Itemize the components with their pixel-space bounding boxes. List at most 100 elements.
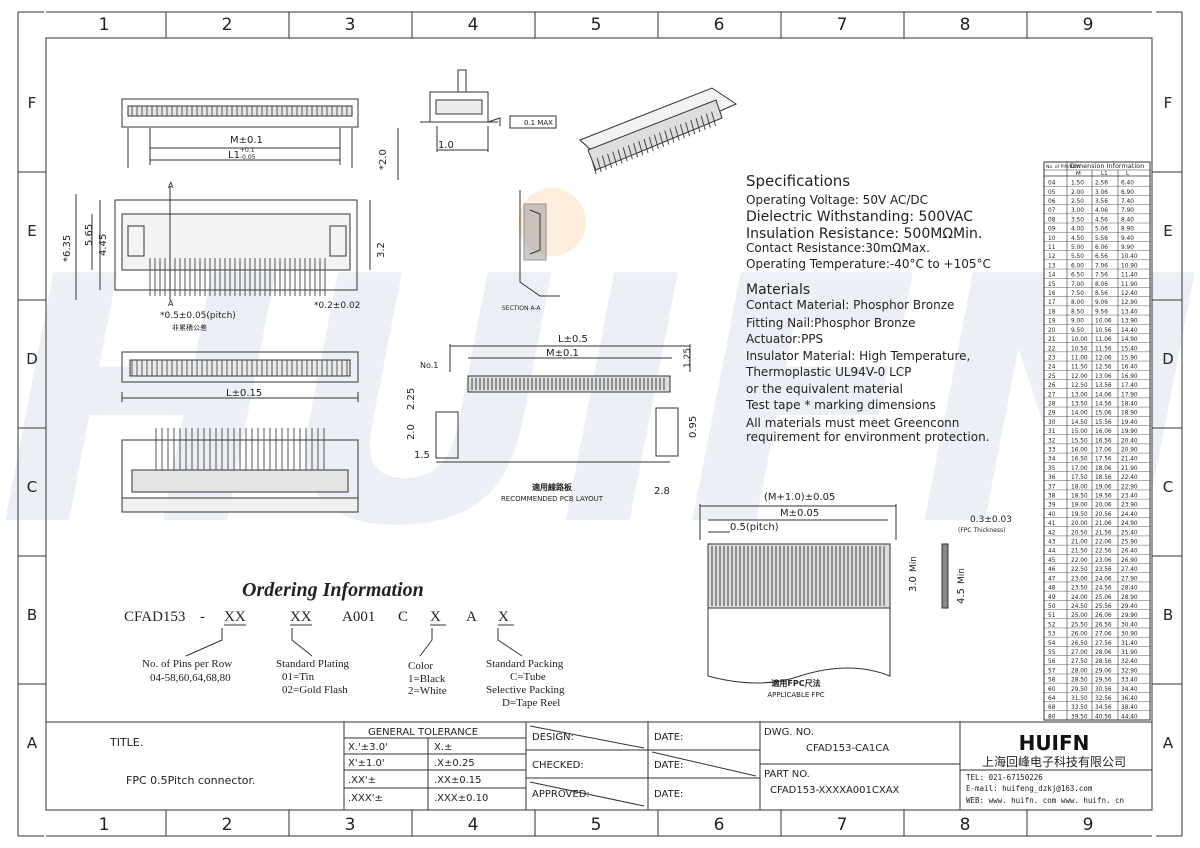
table-cell-64-1: 31.50 [1071,696,1088,702]
table-cell-11-1: 5.00 [1071,245,1084,251]
dim-height-3.2: 3.2 [376,242,387,258]
dwg-no-label: DWG. NO. [764,727,814,738]
table-cell-46-1: 22.50 [1071,567,1088,573]
table-cell-08-0: 08 [1048,217,1056,223]
table-cell-58-0: 58 [1048,678,1056,684]
table-cell-39-3: 23.90 [1121,503,1138,509]
table-cell-36-0: 36 [1048,475,1056,481]
grid-column-top-6: 6 [714,15,725,35]
table-cell-49-1: 24.00 [1071,595,1088,601]
table-cell-56-2: 28.56 [1095,659,1112,665]
table-cell-31-3: 19.90 [1121,429,1138,435]
dim-pcb-2.25: 2.25 [406,388,417,410]
table-cell-30-2: 15.56 [1095,420,1112,426]
table-cell-06-3: 7.40 [1121,199,1134,205]
table-cell-12-3: 10.40 [1121,254,1138,260]
table-cell-35-0: 35 [1048,466,1056,472]
grid-column-bottom-4: 4 [468,815,479,835]
side-view-drawing [397,69,557,180]
table-cell-44-3: 26.40 [1121,549,1138,555]
table-cell-64-0: 64 [1048,696,1056,702]
table-cell-17-3: 12.90 [1121,300,1138,306]
design-date-label: DATE: [654,732,683,743]
table-cell-41-3: 24.90 [1121,521,1138,527]
table-cell-58-2: 29.56 [1095,678,1112,684]
table-cell-57-1: 28.00 [1071,668,1088,674]
order-code-4: A001 [342,609,375,625]
order-code-5: C [398,609,408,625]
table-cell-16-0: 16 [1048,291,1056,297]
fpc-title-cn: 適用FPC尺法 [771,678,820,688]
table-cell-14-2: 7.56 [1095,273,1108,279]
table-cell-32-3: 20.40 [1121,438,1138,444]
table-cell-22-0: 22 [1048,346,1056,352]
table-cell-52-1: 25.50 [1071,622,1088,628]
grid-column-bottom-6: 6 [714,815,725,835]
table-cell-30-0: 30 [1048,420,1056,426]
table-cell-27-3: 17.90 [1121,392,1138,398]
table-cell-43-1: 21.00 [1071,540,1088,546]
table-cell-25-0: 25 [1048,374,1056,380]
material-line-6: or the equivalent material [746,382,903,396]
table-cell-47-2: 24.06 [1095,576,1112,582]
dim-pcb-1.5: 1.5 [414,450,430,461]
table-header-group: Dimension Information [1070,162,1144,170]
table-cell-51-2: 26.06 [1095,613,1112,619]
table-cell-35-2: 18.06 [1095,466,1112,472]
table-cell-08-3: 8.40 [1121,217,1134,223]
table-cell-60-3: 34.40 [1121,687,1138,693]
table-cell-45-2: 23.06 [1095,558,1112,564]
table-cell-28-0: 28 [1048,401,1056,407]
title-block [45,721,1153,811]
dim-pcb-m: M±0.1 [546,348,579,359]
table-cell-32-2: 16.56 [1095,438,1112,444]
table-cell-23-1: 11.00 [1071,355,1088,361]
table-cell-39-1: 19.00 [1071,503,1088,509]
tolerance-left-1: X'±1.0' [348,758,385,769]
table-cell-55-3: 31.90 [1121,650,1138,656]
company-tel: TEL: 021-67150226 [966,773,1043,782]
table-cell-04-0: 04 [1048,181,1056,187]
table-cell-32-0: 32 [1048,438,1056,444]
table-cell-68-0: 68 [1048,705,1056,711]
table-cell-45-1: 22.00 [1071,558,1088,564]
table-cell-11-2: 6.06 [1095,245,1108,251]
table-cell-55-2: 28.06 [1095,650,1112,656]
table-cell-38-0: 38 [1048,494,1056,500]
table-cell-50-3: 29.40 [1121,604,1138,610]
table-cell-36-3: 22.40 [1121,475,1138,481]
table-cell-15-0: 15 [1048,282,1056,288]
table-cell-28-3: 18.40 [1121,401,1138,407]
table-header-l1: L1 [1101,171,1108,177]
section-label-top: A [168,181,174,190]
table-cell-30-3: 19.40 [1121,420,1138,426]
checked-label: CHECKED: [532,760,584,771]
table-cell-68-1: 33.50 [1071,705,1088,711]
spec-line-5: Operating Temperature:-40°C to +105°C [746,257,991,271]
dim-pcb-l: L±0.5 [558,334,588,345]
table-cell-41-2: 21.06 [1095,521,1112,527]
table-cell-20-3: 14.40 [1121,328,1138,334]
table-cell-44-1: 21.50 [1071,549,1088,555]
packing-option-1: C=Tube [510,671,546,683]
table-cell-11-3: 9.90 [1121,245,1134,251]
table-cell-40-3: 24.40 [1121,512,1138,518]
table-cell-14-0: 14 [1048,273,1056,279]
material-line-5: Thermoplastic UL94V-0 LCP [745,365,911,379]
table-cell-42-3: 25.40 [1121,530,1138,536]
table-cell-21-0: 21 [1048,337,1056,343]
table-cell-60-1: 29.50 [1071,687,1088,693]
table-cell-37-2: 19.06 [1095,484,1112,490]
order-code-8: X [498,609,509,625]
table-cell-10-3: 9.40 [1121,236,1134,242]
table-cell-12-2: 6.56 [1095,254,1108,260]
pins-per-row-values: 04-58,60,64,68,80 [150,672,231,684]
table-cell-46-3: 27.40 [1121,567,1138,573]
table-cell-07-3: 7.90 [1121,208,1134,214]
table-cell-12-1: 5.50 [1071,254,1084,260]
table-cell-15-1: 7.00 [1071,282,1084,288]
dim-fpc-3.0: 3.0 [908,576,919,592]
table-cell-34-1: 16.50 [1071,457,1088,463]
